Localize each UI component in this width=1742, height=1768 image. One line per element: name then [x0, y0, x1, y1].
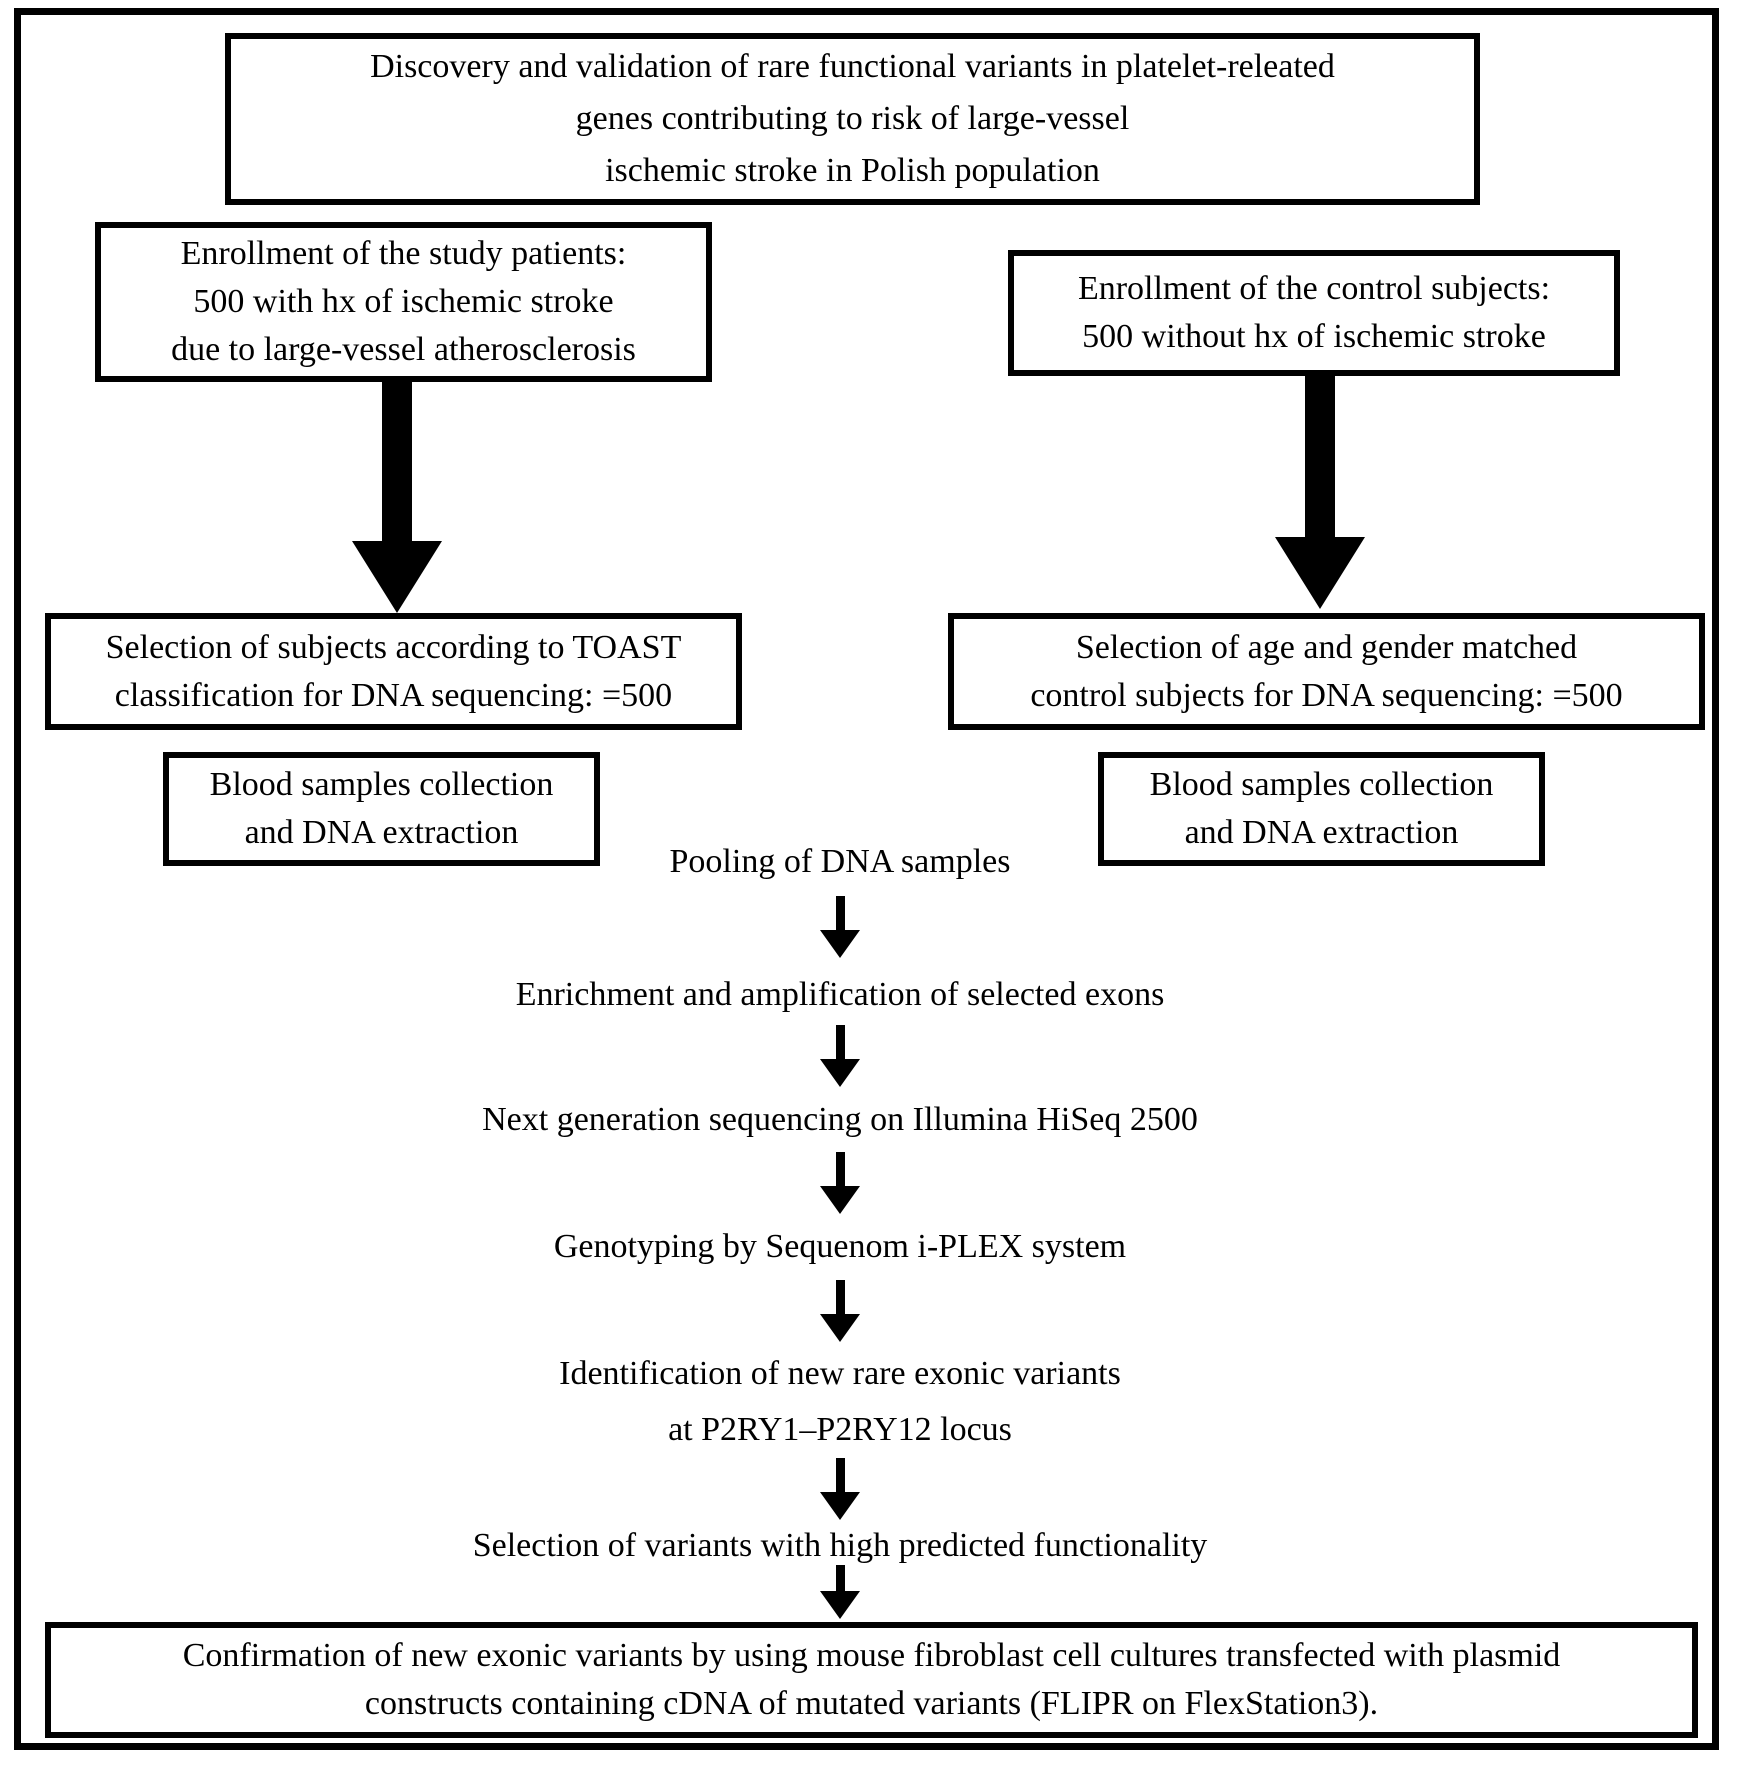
step-genotyping: Genotyping by Sequenom i-PLEX system	[553, 1228, 1127, 1265]
down-arrow-icon	[820, 1025, 860, 1087]
controls-block-down-arrow-icon	[1275, 376, 1365, 609]
arrow-shaft	[835, 1458, 845, 1492]
arrow-head	[352, 541, 442, 613]
step-next-generation-sequencing: Next generation sequencing on Illumina H…	[482, 1101, 1198, 1138]
down-arrow-icon	[820, 1280, 860, 1342]
down-arrow-icon	[820, 896, 860, 958]
patients-enrollment-box: Enrollment of the study patients: 500 wi…	[95, 222, 712, 382]
arrow-head	[820, 1186, 860, 1214]
patients-blood-samples-box: Blood samples collection and DNA extract…	[163, 752, 600, 866]
confirmation-box: Confirmation of new exonic variants by u…	[45, 1622, 1698, 1738]
controls-blood-samples-box: Blood samples collection and DNA extract…	[1098, 752, 1545, 866]
controls-selection-box: Selection of age and gender matched cont…	[948, 613, 1705, 730]
arrow-shaft	[835, 1565, 845, 1591]
step-identification-rare-variants: Identification of new rare exonic varian…	[559, 1355, 1121, 1448]
arrow-head	[820, 1059, 860, 1087]
arrow-head	[820, 1591, 860, 1619]
step-enrichment-amplification: Enrichment and amplification of selected…	[515, 976, 1165, 1013]
arrow-head	[1275, 537, 1365, 609]
arrow-shaft	[835, 1152, 845, 1186]
arrow-shaft	[835, 1025, 845, 1059]
arrow-head	[820, 1314, 860, 1342]
arrow-shaft	[835, 896, 845, 930]
controls-enrollment-box: Enrollment of the control subjects: 500 …	[1008, 250, 1620, 376]
arrow-shaft	[382, 380, 412, 541]
down-arrow-icon	[820, 1565, 860, 1619]
step-pooling-dna-samples: Pooling of DNA samples	[669, 843, 1011, 880]
title-box: Discovery and validation of rare functio…	[225, 33, 1480, 205]
arrow-shaft	[1305, 376, 1335, 537]
arrow-head	[820, 1492, 860, 1520]
down-arrow-icon	[820, 1152, 860, 1214]
arrow-shaft	[835, 1280, 845, 1314]
diagram-border	[14, 8, 1719, 1750]
step-variant-selection: Selection of variants with high predicte…	[472, 1527, 1208, 1564]
patients-block-down-arrow-icon	[352, 380, 442, 613]
down-arrow-icon	[820, 1458, 860, 1520]
arrow-head	[820, 930, 860, 958]
patients-selection-box: Selection of subjects according to TOAST…	[45, 613, 742, 730]
